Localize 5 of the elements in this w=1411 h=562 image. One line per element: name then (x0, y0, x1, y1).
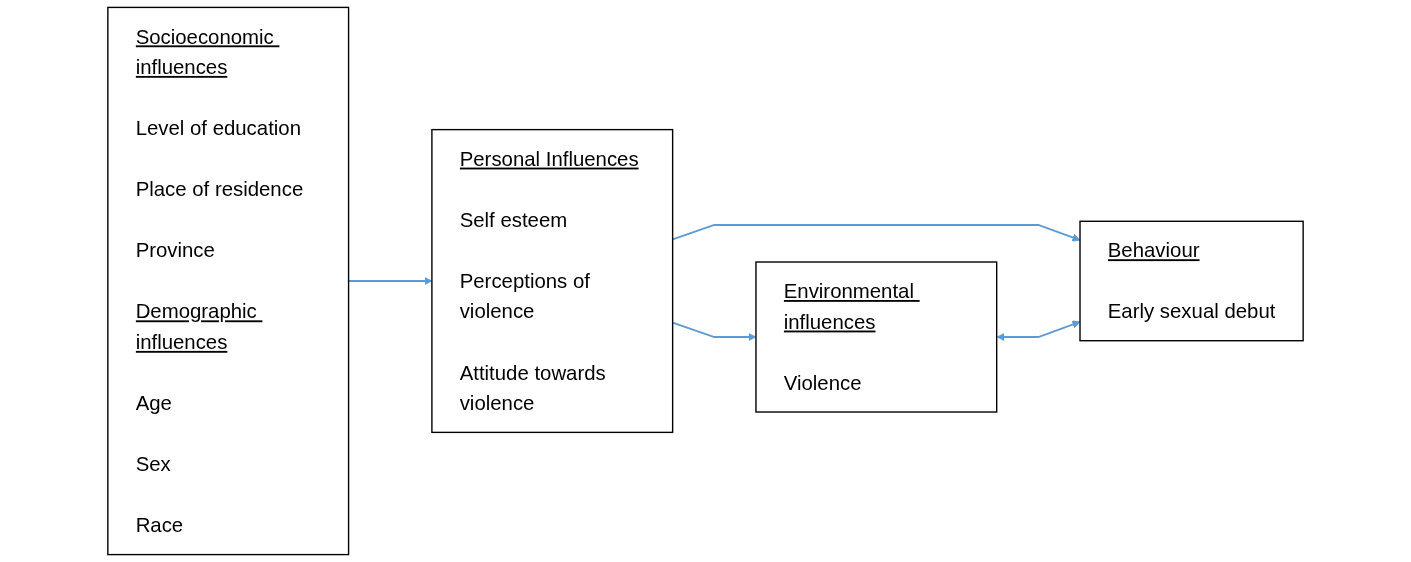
node-box: Behaviour Early sexual debut (1079, 220, 1304, 342)
arrow (996, 320, 1081, 342)
node-box: Socioeconomic influences Level of education Place of residence Province Demographic influences Age Sex Race (107, 6, 350, 556)
node-box: Personal Influences Self esteem Perceptions of violence Attitude towards violence (431, 128, 674, 434)
node-box: Environmental influences Violence (755, 261, 998, 413)
